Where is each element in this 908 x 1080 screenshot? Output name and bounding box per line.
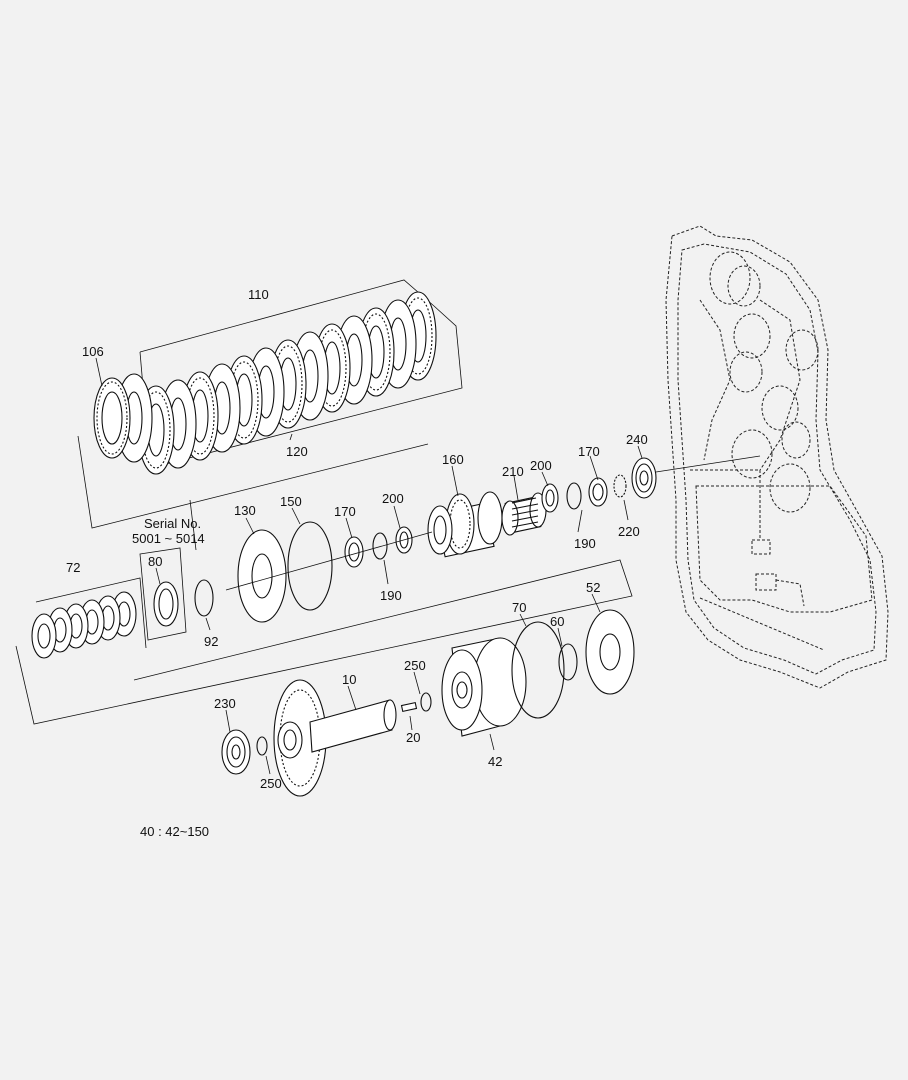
pin-20 [400, 701, 418, 713]
part-label-170a: 170 [578, 444, 600, 459]
serial-number-label: Serial No. [144, 516, 201, 531]
transmission-housing [665, 225, 889, 689]
snap-ring-190b [372, 532, 388, 560]
part-label-92: 92 [204, 634, 218, 649]
part-label-130: 130 [234, 503, 256, 518]
part-label-250b: 250 [260, 776, 282, 791]
disc-130 [237, 529, 287, 623]
part-label-170b: 170 [334, 504, 356, 519]
part-label-20: 20 [406, 730, 420, 745]
plate-52 [585, 609, 635, 695]
part-label-106: 106 [82, 344, 104, 359]
part-label-80: 80 [148, 554, 162, 569]
o-ring-60 [558, 643, 578, 681]
bearing-230 [221, 729, 251, 775]
snap-ring-150 [287, 521, 333, 611]
washer-200a [541, 483, 559, 513]
assembly-footnote: 40 : 42~150 [140, 824, 209, 839]
part-label-10: 10 [342, 672, 356, 687]
part-label-60: 60 [550, 614, 564, 629]
serial-number-range: 5001 ~ 5014 [132, 531, 205, 546]
housing-42 [441, 637, 527, 737]
part-label-220: 220 [618, 524, 640, 539]
gear-160 [427, 491, 503, 558]
snap-ring-250b [256, 736, 268, 756]
callout-labels: 110 106 120 160 210 200 170 240 190 220 … [66, 287, 648, 791]
ring-92 [194, 579, 214, 617]
snap-ring-190a [566, 482, 582, 510]
part-label-190a: 190 [574, 536, 596, 551]
part-label-200b: 200 [382, 491, 404, 506]
part-label-240: 240 [626, 432, 648, 447]
washer-170b [344, 536, 364, 568]
part-label-42: 42 [488, 754, 502, 769]
snap-ring-250a [420, 692, 432, 712]
part-label-230: 230 [214, 696, 236, 711]
part-label-160: 160 [442, 452, 464, 467]
o-ring-70 [511, 621, 565, 719]
part-label-110: 110 [248, 287, 269, 302]
lock-ring-220 [613, 474, 627, 498]
piston-80 [153, 581, 179, 627]
part-label-250a: 250 [404, 658, 426, 673]
shaft-10 [273, 679, 397, 797]
clutch-disc-stack [93, 291, 437, 475]
part-label-210: 210 [502, 464, 524, 479]
part-label-200a: 200 [530, 458, 552, 473]
spring-washer-stack-72 [31, 591, 137, 659]
needle-bearing-210 [501, 492, 547, 536]
part-label-150: 150 [280, 494, 302, 509]
callout-leaders [95, 357, 643, 775]
axis-line-middle [225, 531, 433, 591]
part-label-70: 70 [512, 600, 526, 615]
bearing-240 [631, 457, 657, 499]
part-label-120: 120 [286, 444, 308, 459]
part-label-52: 52 [586, 580, 600, 595]
axis-line-upper [655, 455, 761, 473]
part-label-190b: 190 [380, 588, 402, 603]
part-label-72: 72 [66, 560, 80, 575]
washer-170a [588, 477, 608, 507]
